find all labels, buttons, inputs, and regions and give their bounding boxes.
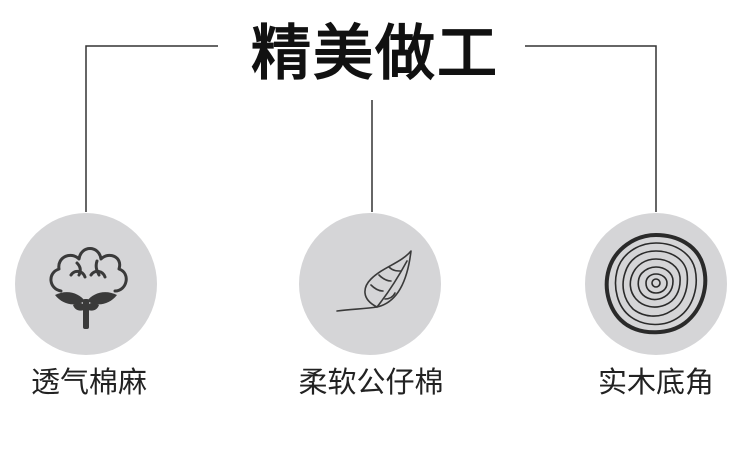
feature-label-wood: 实木底角 bbox=[597, 365, 714, 399]
cotton-icon bbox=[49, 247, 128, 329]
feature-circle-wood bbox=[585, 213, 727, 355]
feature-circle-cotton bbox=[15, 213, 157, 355]
connector-left bbox=[85, 45, 218, 212]
feature-circle-feather bbox=[299, 213, 441, 355]
wood-rings-icon bbox=[604, 233, 708, 335]
page-title: 精美做工 bbox=[251, 19, 499, 89]
connector-right bbox=[525, 45, 657, 212]
feature-label-feather: 柔软公仔棉 bbox=[298, 365, 444, 399]
feather-icon bbox=[336, 250, 412, 312]
feature-label-cotton: 透气棉麻 bbox=[30, 365, 147, 399]
